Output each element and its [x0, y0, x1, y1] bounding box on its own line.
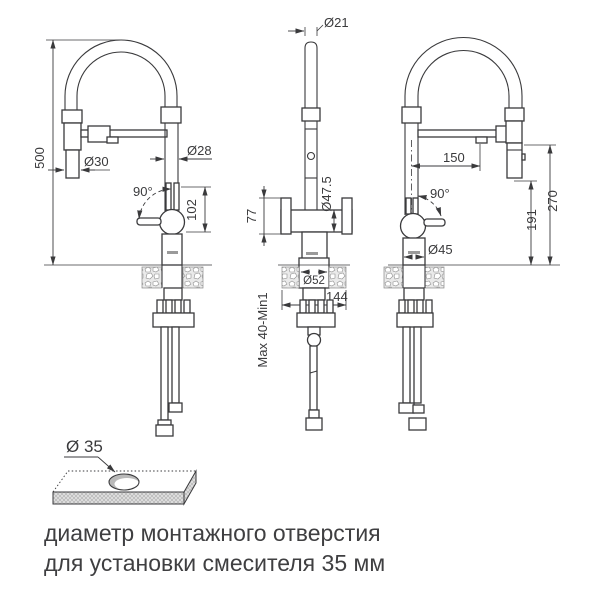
brand-mark	[408, 251, 420, 254]
threaded-shank	[302, 287, 326, 301]
spray-head-collar	[61, 109, 83, 124]
spray-head-tip	[506, 142, 523, 179]
dim-side-outlet-height: 77	[244, 209, 259, 223]
countertop-section	[281, 266, 300, 289]
dim-spout-tube-diameter: Ø28	[187, 143, 212, 158]
spray-head-tip	[65, 149, 80, 179]
rod-hole	[306, 151, 316, 161]
spray-head-body	[505, 120, 523, 144]
spray-head-collar	[504, 107, 525, 122]
spout-rod	[304, 41, 318, 210]
side-outlet-right	[341, 197, 353, 235]
dim-body-diameter: Ø45	[428, 242, 453, 257]
countertop-section	[328, 266, 347, 289]
spout-arc-outer	[64, 39, 178, 97]
supply-hose	[413, 326, 422, 404]
spout-arc-inner	[417, 49, 510, 97]
hose-nut	[408, 417, 427, 431]
faucet-body	[161, 233, 183, 266]
countertop-section	[141, 266, 163, 289]
brand-mark	[167, 251, 178, 254]
front-view: Ø21 77 Ø47.5 Ø52 144 Max 40-Min1	[244, 15, 353, 431]
dim-swivel-angle: 90°	[430, 186, 450, 201]
dim-overall-height: 500	[32, 147, 47, 169]
side-view-right: 150 90° Ø45 191 270	[383, 37, 560, 431]
dim-outlet-height: 270	[545, 190, 560, 212]
dim-spout-top-diameter: Ø21	[324, 15, 349, 30]
mounting-hole-detail: Ø 35	[52, 437, 197, 506]
dim-spout-reach: 150	[443, 150, 465, 165]
spout-collar	[401, 106, 422, 124]
handle-ball	[158, 208, 186, 236]
mounting-nut	[152, 312, 195, 328]
mounting-nut	[396, 312, 434, 328]
dim-base-diameter: Ø52	[303, 275, 325, 287]
rod-collar	[301, 107, 321, 122]
handle-lever	[423, 218, 446, 227]
supply-hose	[160, 326, 169, 421]
hose-fitting	[412, 404, 425, 414]
spout-collar	[160, 106, 182, 124]
swivel-arc	[137, 186, 172, 220]
hose-nut	[305, 417, 323, 431]
swivel-arc	[417, 195, 442, 217]
hose-fitting	[168, 402, 183, 413]
caption-line-1: диаметр монтажного отверстия	[44, 520, 381, 546]
side-view-left: 500 Ø30 Ø28 90° 102	[32, 39, 212, 437]
supply-hose	[402, 326, 411, 404]
dim-cross-body-diameter: Ø47.5	[319, 176, 334, 211]
supply-hose	[309, 345, 318, 411]
countertop-section	[383, 266, 404, 289]
spout-arc-outer	[404, 37, 523, 97]
magnetic-arm	[417, 129, 499, 138]
countertop-section	[182, 266, 204, 289]
hose-nut	[398, 402, 415, 414]
dim-spray-clearance-height: 191	[524, 209, 539, 231]
hole-diameter-label: Ø 35	[66, 437, 103, 456]
dim-mounting-thickness-range: Max 40-Min1	[255, 292, 270, 367]
hose-nut	[155, 424, 174, 437]
mounting-nut	[296, 312, 336, 328]
magnetic-arm-dock	[87, 125, 111, 143]
handle-ball	[399, 212, 427, 240]
countertop-slab-front	[52, 491, 185, 505]
spout-arc-inner	[76, 51, 166, 97]
dim-swivel-angle: 90°	[133, 184, 153, 199]
countertop-section	[424, 266, 445, 289]
outlet-nub	[475, 136, 488, 144]
caption: диаметр монтажного отверстия для установ…	[44, 520, 385, 576]
dim-spray-head-diameter: Ø30	[84, 154, 109, 169]
threaded-shank	[163, 287, 183, 301]
magnetic-arm	[80, 129, 168, 138]
side-outlet-left	[280, 197, 292, 235]
outlet-nub	[106, 136, 119, 144]
spray-head-body	[63, 122, 82, 151]
threaded-shank	[403, 287, 425, 301]
countertop-slab-side	[183, 469, 197, 506]
hole-leader-arrow	[97, 456, 116, 473]
brand-mark	[306, 252, 318, 255]
supply-hose	[171, 326, 180, 404]
dim-body-top-height: 102	[184, 199, 199, 221]
handle-lever	[136, 217, 162, 226]
caption-line-2: для установки смесителя 35 мм	[44, 550, 385, 576]
